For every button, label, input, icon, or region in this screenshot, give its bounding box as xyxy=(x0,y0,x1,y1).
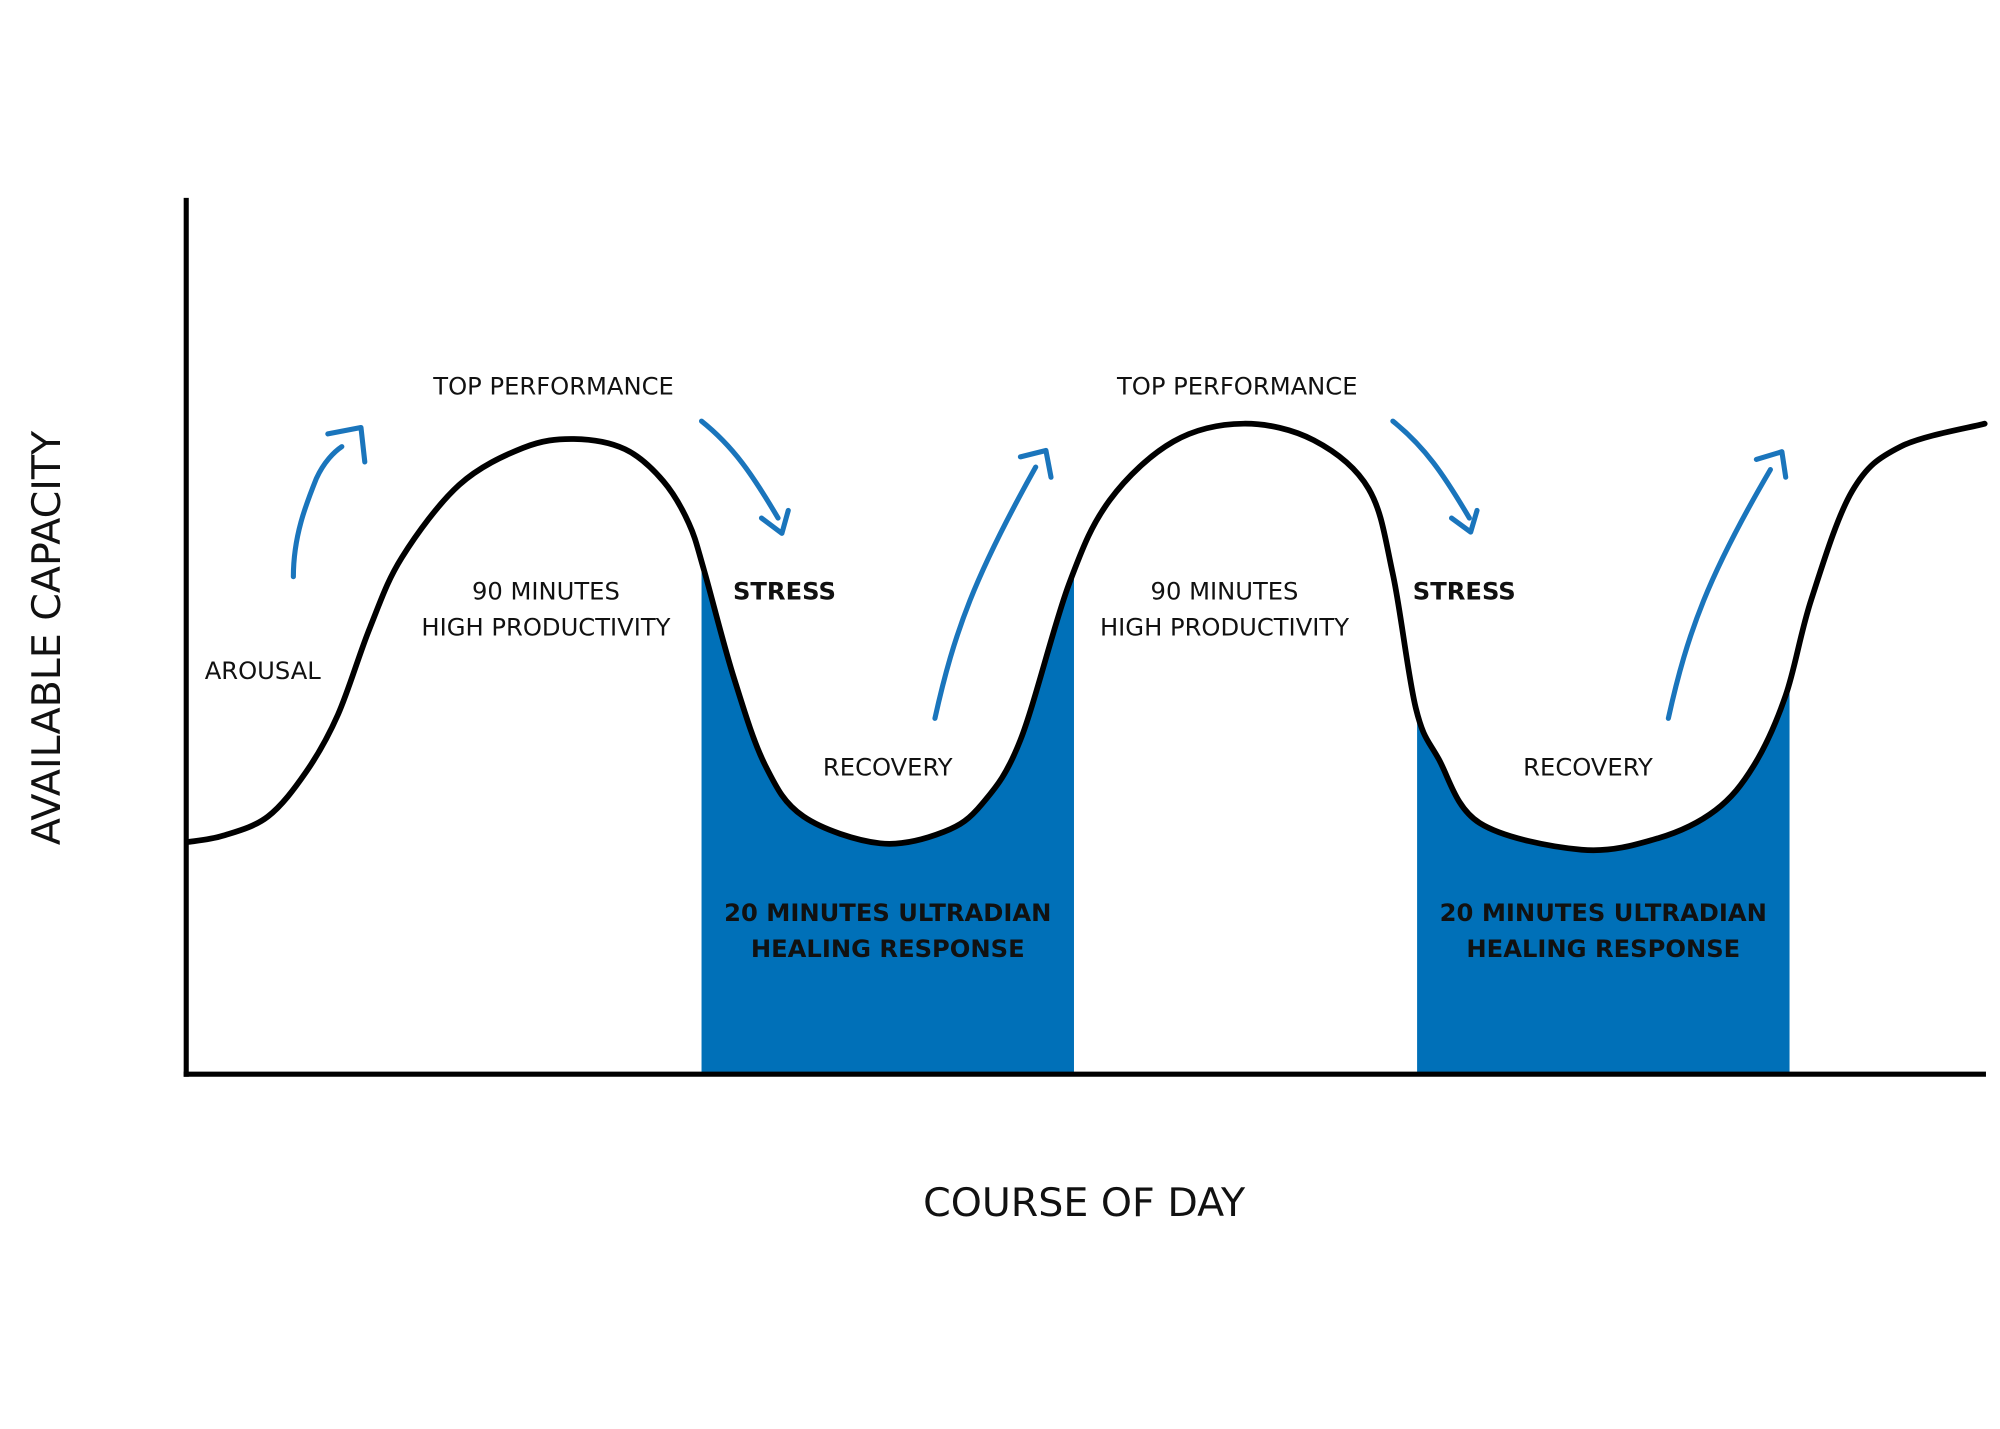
productivity-label-1a: 90 MINUTES xyxy=(472,578,620,606)
recovery-label-2: RECOVERY xyxy=(1523,754,1653,782)
capacity-curve xyxy=(184,420,1988,854)
arousal-label: AROUSAL xyxy=(205,657,322,685)
x-axis-title: COURSE OF DAY xyxy=(923,1180,1246,1226)
healing-region-2 xyxy=(1417,423,1790,1075)
y-axis-title: AVAILABLE CAPACITY xyxy=(24,430,70,845)
arrow-down-icon xyxy=(698,418,791,536)
top-performance-label-2: TOP PERFORMANCE xyxy=(1116,372,1358,400)
healing-label-1b: HEALING RESPONSE xyxy=(751,935,1025,963)
arrow-up-icon xyxy=(932,447,1054,721)
recovery-label-1: RECOVERY xyxy=(823,754,953,782)
top-performance-label-1: TOP PERFORMANCE xyxy=(432,372,674,400)
productivity-label-1b: HIGH PRODUCTIVITY xyxy=(421,613,670,641)
stress-label-2: STRESS xyxy=(1413,578,1516,606)
healing-label-1a: 20 MINUTES ULTRADIAN xyxy=(724,899,1051,927)
healing-label-2a: 20 MINUTES ULTRADIAN xyxy=(1440,899,1767,927)
productivity-label-2a: 90 MINUTES xyxy=(1151,578,1299,606)
stress-label-1: STRESS xyxy=(733,578,836,606)
arrow-up-icon xyxy=(1665,449,1789,721)
healing-label-2b: HEALING RESPONSE xyxy=(1466,935,1740,963)
productivity-label-2b: HIGH PRODUCTIVITY xyxy=(1100,613,1349,641)
arrow-up-icon xyxy=(290,424,368,580)
arrow-down-icon xyxy=(1390,418,1480,535)
